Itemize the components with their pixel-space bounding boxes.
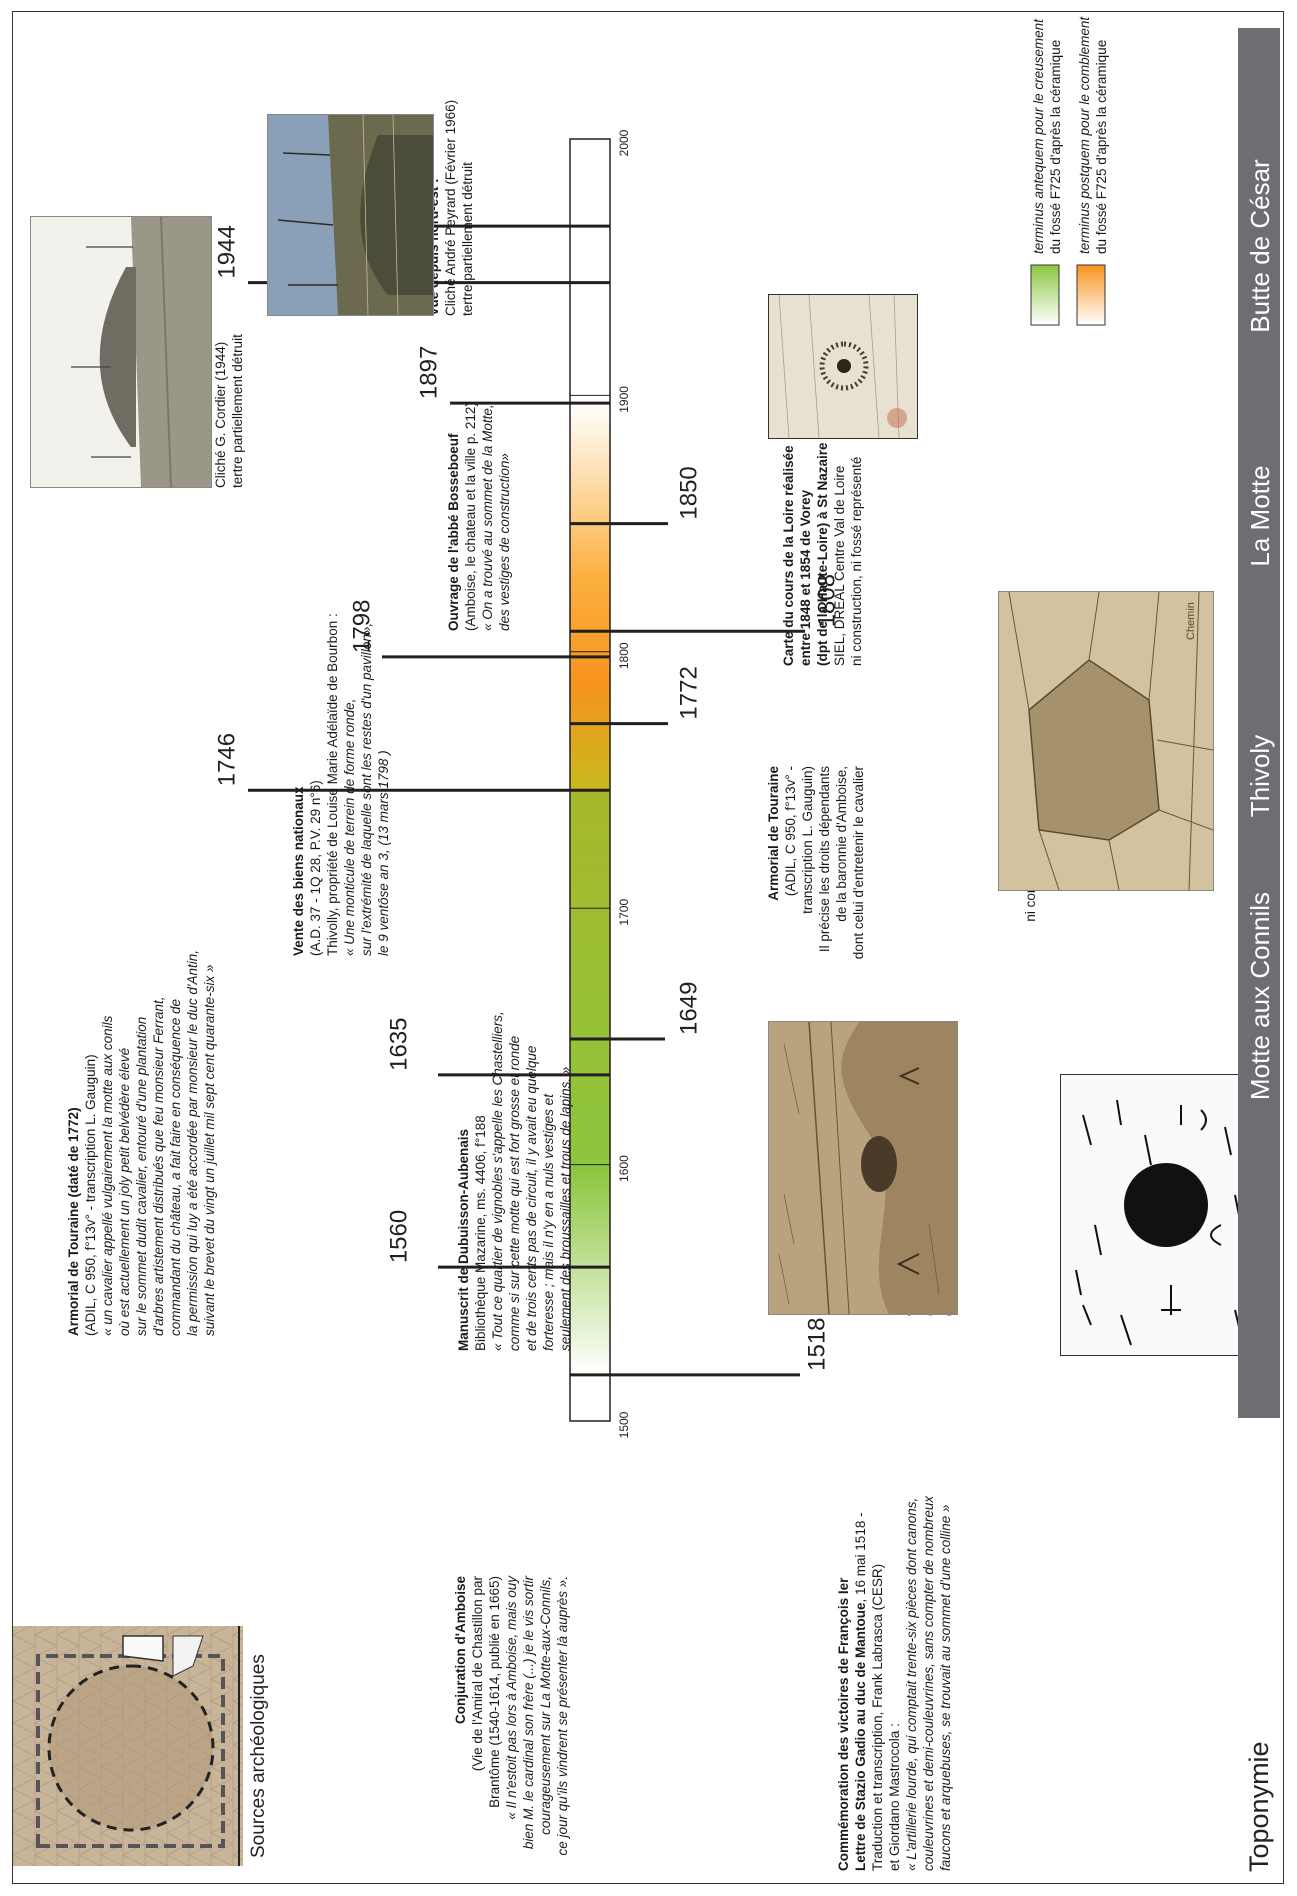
event-line-1518-2: et Giordano Mastrocola :	[886, 1371, 903, 1871]
event-line-1560-3: bien M. le cardinal son frère (...) je l…	[520, 1576, 537, 1866]
event-line-1897-0: (Amboise, le chateau et la ville p. 212)	[462, 311, 479, 631]
event-line-1518-1: Traduction et transcription, Frank Labra…	[869, 1371, 886, 1871]
photo-1944-sud-ouest	[30, 216, 212, 488]
event-line-1798-3: sur l'extrémité de laquelle sont les res…	[358, 536, 375, 956]
event-line-1897-1: « On a trouvé au sommet de la Motte,	[479, 311, 496, 631]
legend-green-text: terminus antequem pour le creusement du …	[1030, 19, 1064, 254]
event-line-1635-3: et de trois cents pas de circuit, il y a…	[523, 1051, 540, 1351]
year-label-1897: 1897	[415, 346, 442, 399]
event-line-1518-0: Lettre de Stazio Gadio au duc de Mantoue…	[852, 1371, 869, 1871]
year-label-1635: 1635	[385, 1017, 412, 1070]
year-label-1850: 1850	[675, 466, 702, 519]
event-line-1798-0: (A.D. 37 - 1Q 28, P.V. 29 n°6)	[307, 536, 324, 956]
event-line-1635-0: Bibliothèque Mazarine, ms. 4406, f°188	[472, 1051, 489, 1351]
event-line-1560-1: Brantôme (1540-1614, publié en 1665)	[486, 1576, 503, 1866]
legend-orange-line-1: terminus postquem pour le comblement	[1076, 17, 1093, 254]
event-line-1746-0: (ADIL, C 950, f°13v° - transcription L. …	[82, 776, 99, 1336]
siette-engraving-image	[768, 1021, 958, 1315]
event-line-1635-5: seulement des broussailles et trous de l…	[557, 1051, 574, 1351]
event-block-1518: Commémoration des victoires de François …	[835, 1371, 954, 1871]
event-line-1746-2: où est actuellement un joly petit belvéd…	[116, 776, 133, 1336]
event-line-1966-0: Cliché André Peyrard (Février 1966)	[442, 16, 459, 316]
event-line-1798-2: « Une monticule de terrein de forme rond…	[341, 536, 358, 956]
tick-label-2000: 2000	[617, 129, 631, 156]
antequem-range	[570, 790, 610, 1375]
event-line-1746-6: la permission qui luy a été accordée par…	[184, 776, 201, 1336]
event-line-1772-3: de la baronnie d'Amboise,	[833, 766, 850, 1016]
event-line-1772-0: (ADIL, C 950, f°13v° -	[782, 766, 799, 1016]
event-title-1746: Armorial de Touraine (daté de 1772)	[65, 776, 82, 1336]
tick-label-1700: 1700	[617, 899, 631, 926]
tick-label-1600: 1600	[617, 1155, 631, 1182]
event-line-1560-5: ce jour qu'ils vindrent se présenter là …	[554, 1576, 571, 1866]
toponym-0: Motte aux Connils	[1240, 856, 1280, 1136]
legend-orange-swatch	[1077, 265, 1105, 325]
event-line-1944-0: Cliché G. Cordier (1944)	[212, 218, 229, 488]
toponymy-label: Toponymie	[1244, 1741, 1275, 1872]
event-line-1560-2: « Il n'estoit pas lors à Amboise, mais o…	[503, 1576, 520, 1866]
event-line-1560-4: courageusement sur La Motte-aux-Connils,	[537, 1576, 554, 1866]
year-label-1772: 1772	[675, 666, 702, 719]
event-line-1518-5: faucons et arquebuses, se trouvait au so…	[937, 1371, 954, 1871]
svg-text:Chemin: Chemin	[1185, 602, 1197, 640]
year-label-1518: 1518	[803, 1317, 830, 1370]
legend-orange-line-2: du fossé F725 d'après la céramique	[1093, 17, 1110, 254]
event-title-1897: Ouvrage de l'abbé Bosseboeuf	[445, 311, 462, 631]
event-title-1772: Armorial de Touraine	[765, 766, 782, 1016]
cadastre-map-image: Chemin	[998, 591, 1214, 891]
legend-orange-text: terminus postquem pour le comblement du …	[1076, 17, 1110, 254]
event-line-1798-4: le 9 ventôse an 3, (13 mars 1798 )	[375, 536, 392, 956]
event-line-1560-0: (Vie de l'Amiral de Chastillon par	[469, 1576, 486, 1866]
event-line-1746-5: commandant du château, a fait faire en c…	[167, 776, 184, 1336]
event-block-1772: Armorial de Touraine(ADIL, C 950, f°13v°…	[765, 766, 867, 1016]
toponym-1: Thivoly	[1240, 686, 1280, 866]
postquem-range	[570, 403, 610, 790]
event-line-1518-3: « L'artillerie lourde, qui comptait tren…	[903, 1371, 920, 1871]
tick-label-1900: 1900	[617, 386, 631, 413]
tick-label-1500: 1500	[617, 1411, 631, 1438]
toponym-2: La Motte	[1240, 436, 1280, 596]
event-title-1560: Conjuration d'Amboise	[452, 1576, 469, 1866]
year-label-1560: 1560	[385, 1210, 412, 1263]
event-line-1746-1: « un cavalier appellé vulgairement la mo…	[99, 776, 116, 1336]
event-block-1746: Armorial de Touraine (daté de 1772)(ADIL…	[65, 776, 218, 1336]
tick-label-1800: 1800	[617, 642, 631, 669]
event-line-1746-4: d'arbres artistement distribués que feu …	[150, 776, 167, 1336]
event-line-1518-4: couleuvrines et demi-couleuvrines, sans …	[920, 1371, 937, 1871]
toponym-3: Butte de César	[1240, 116, 1280, 376]
event-line-1798-1: Thivolly, propriété de Louise Marie Adél…	[324, 536, 341, 956]
year-label-1649: 1649	[675, 982, 702, 1035]
event-line-1772-4: dont celui d'entretenir le cavalier	[850, 766, 867, 1016]
event-line-1746-7: suivant le brevet du vingt un juillet mi…	[201, 776, 218, 1336]
event-line-1635-4: forteresse ; mais il n'y en a nuls vesti…	[540, 1051, 557, 1351]
event-title-1518: Commémoration des victoires de François …	[835, 1371, 852, 1871]
event-line-1772-1: transcription L. Gauguin)	[799, 766, 816, 1016]
event-block-1560: Conjuration d'Amboise(Vie de l'Amiral de…	[452, 1576, 571, 1866]
legend-green-line-2: du fossé F725 d'après la céramique	[1047, 19, 1064, 254]
event-block-1798: Vente des biens nationaux(A.D. 37 - 1Q 2…	[290, 536, 392, 956]
event-line-1635-2: comme si sur cette motte qui est fort gr…	[506, 1051, 523, 1351]
legend-green-swatch	[1031, 265, 1059, 325]
photo-1966-nord-est	[267, 114, 434, 316]
event-line-1966-1: tertre partiellement détruit	[459, 16, 476, 316]
event-line-1944-1: tertre partiellement détruit	[229, 218, 246, 488]
legend-green-line-1: terminus antequem pour le creusement	[1030, 19, 1047, 254]
loire-map-image	[768, 294, 918, 439]
event-line-1635-1: « Tout ce quartier de vignobles s'appell…	[489, 1051, 506, 1351]
event-line-1772-2: Il précise les droits dépendants	[816, 766, 833, 1016]
event-line-1746-3: sur le sommet dudit cavalier, entouré d'…	[133, 776, 150, 1336]
event-title-1798: Vente des biens nationaux	[290, 536, 307, 956]
event-line-1897-2: des vestiges de construction»	[496, 311, 513, 631]
event-line-suffix: , 16 mai 1518 -	[853, 1512, 868, 1602]
event-title-1635: Manuscrit de Dubuisson-Aubenais	[455, 1051, 472, 1351]
event-block-1897: Ouvrage de l'abbé Bosseboeuf(Amboise, le…	[445, 311, 513, 631]
